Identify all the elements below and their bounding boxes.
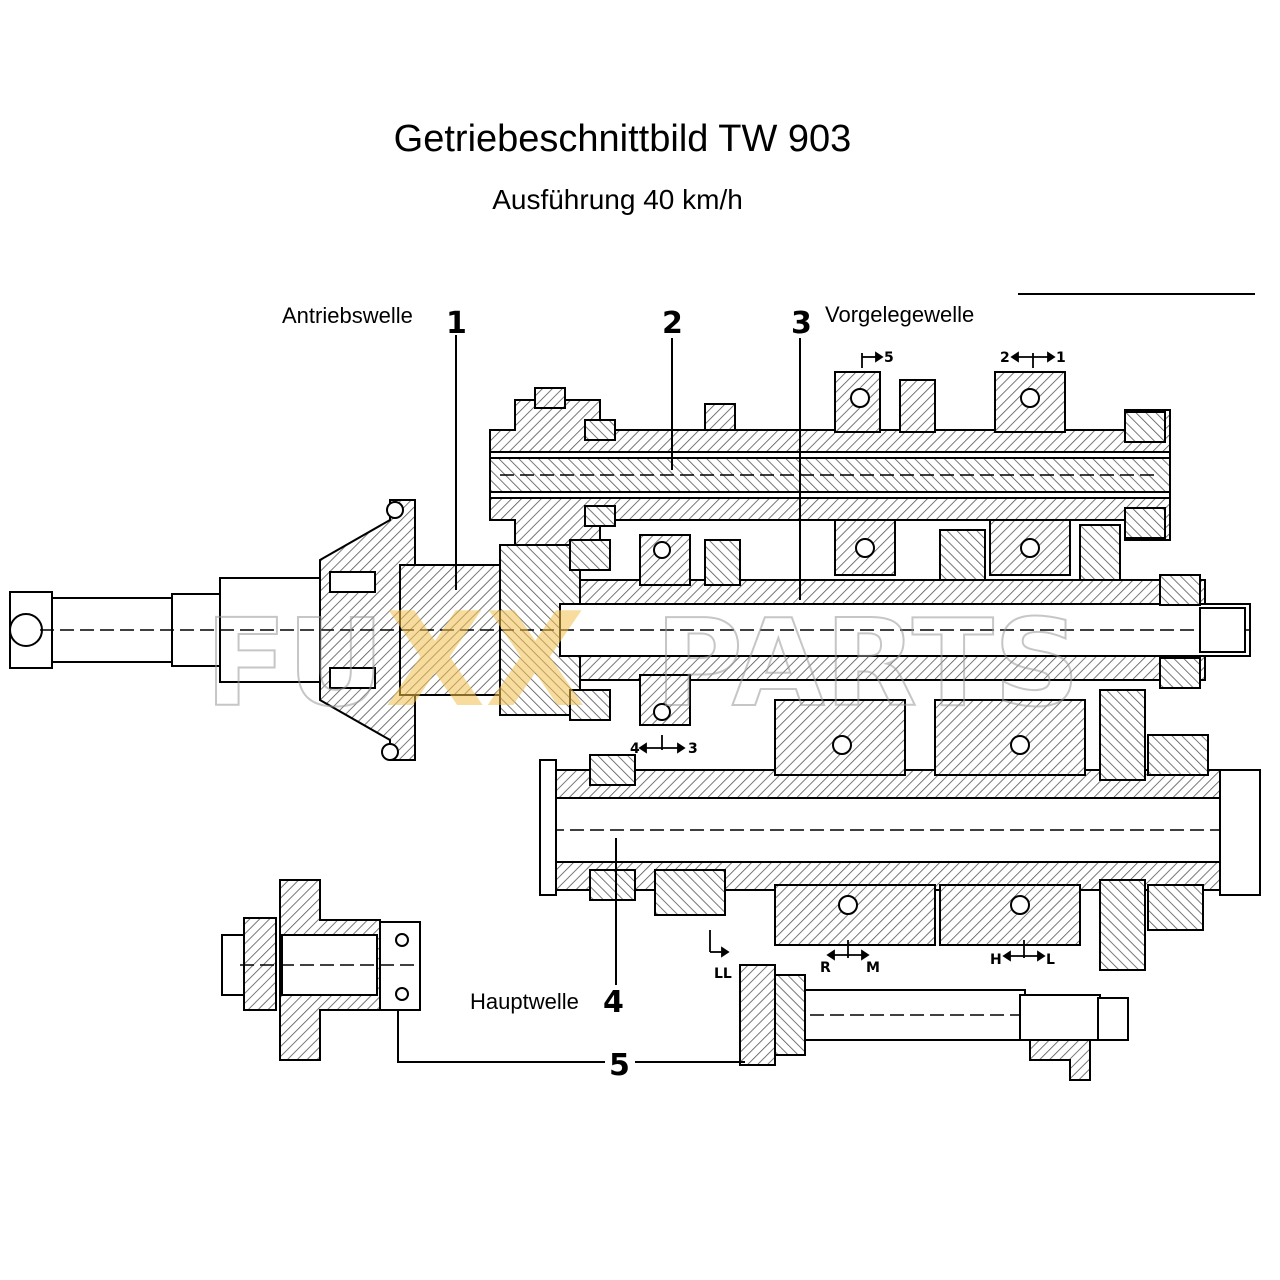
shift-mark-l: L: [1046, 952, 1055, 968]
callout-leaders: [397, 335, 801, 1063]
callout-3: 3: [791, 306, 812, 341]
shift-mark-ll: LL: [714, 966, 732, 982]
watermark-suffix: PARTS: [655, 595, 1080, 734]
shift-mark-r: R: [820, 960, 831, 976]
main-shaft-assembly: [539, 689, 1261, 971]
upper-shaft-assembly: [489, 371, 1171, 586]
label-vorgelegewelle: Vorgelegewelle: [825, 302, 975, 327]
callout-4: 4: [603, 985, 624, 1020]
watermark-logo: FU XX PARTS: [204, 584, 1081, 736]
callout-2: 2: [662, 306, 683, 341]
output-shaft-assembly: [739, 964, 1129, 1081]
shift-mark-h: H: [990, 952, 1002, 968]
shift-mark-1: 1: [1056, 350, 1066, 366]
shift-mark-4: 4: [630, 741, 640, 757]
diagram-title: Getriebeschnittbild TW 903: [393, 118, 852, 160]
label-hauptwelle: Hauptwelle: [470, 989, 579, 1014]
callout-5: 5: [609, 1048, 630, 1083]
shift-mark-2: 2: [1000, 350, 1010, 366]
shift-mark-3: 3: [688, 741, 698, 757]
diagram-subtitle: Ausführung 40 km/h: [492, 184, 743, 215]
callout-1: 1: [446, 306, 467, 341]
input-shaft-assembly: [9, 499, 1251, 761]
shift-mark-m: M: [866, 960, 880, 976]
shift-mark-5: 5: [884, 350, 894, 366]
flange-detail: [221, 879, 421, 1061]
label-antriebswelle: Antriebswelle: [282, 303, 413, 328]
watermark-middle: XX: [385, 584, 585, 736]
shift-arrows: [638, 351, 1056, 962]
watermark-prefix: FU: [205, 595, 384, 734]
